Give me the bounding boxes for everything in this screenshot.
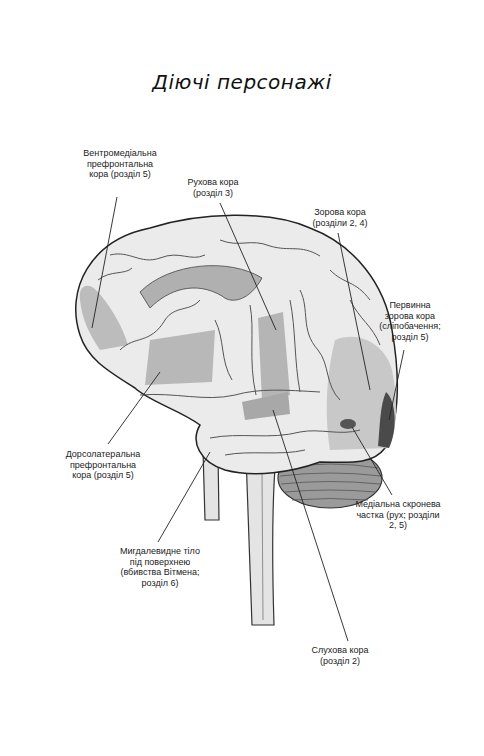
region-label: Медіальна скронева частка (рух; розділи … [353,499,443,531]
region-label: Зорова кора (розділи 2, 4) [307,207,373,228]
region-label: Рухова кора (розділ 3) [183,177,243,198]
sulcus [350,300,380,345]
cerebrum-outline [76,215,398,473]
region-label: Мигдалевидне тіло під поверхнею (вбивств… [115,546,205,588]
corpus-callosum [140,266,262,308]
region-label: Первинна зорова кора (сліпобачення; розд… [376,300,444,342]
leader-line [338,233,370,390]
dorsolateral-region [145,330,215,385]
leader-line [352,427,392,495]
leader-line [220,203,276,330]
visual-region [327,337,396,450]
sulcus [300,290,340,400]
leader-line [92,197,117,328]
sulcus [210,430,360,438]
sulcus [120,300,200,350]
brainstem-line [262,470,263,620]
leader-lines [92,197,404,641]
sulcus [225,450,305,455]
region-label: Дорсолатеральна префронтальна кора (розд… [63,449,143,481]
medial-temporal-region [340,419,356,429]
sulci [98,240,380,455]
sulcus [220,240,320,256]
brainstem [246,455,276,625]
ventromedial-region [80,286,128,350]
sulcus [140,390,320,397]
primary-visual-region [378,392,395,448]
folia-line [281,482,380,485]
region-label: Вентромедіальна префронтальна кора (розд… [80,148,160,180]
leader-line [108,372,160,444]
leader-line [273,410,348,641]
region-label: Слухова кора (розділ 2) [307,645,373,666]
auditory-region [242,392,290,420]
folia-line [280,473,381,476]
sulcus [290,300,300,392]
sulcus [250,305,256,395]
sulcus [330,270,370,300]
leader-line [389,350,404,420]
page-title: Діючі персонажі [0,70,484,94]
sulcus [215,320,232,380]
sulcus [110,254,205,260]
leader-line [158,452,210,542]
